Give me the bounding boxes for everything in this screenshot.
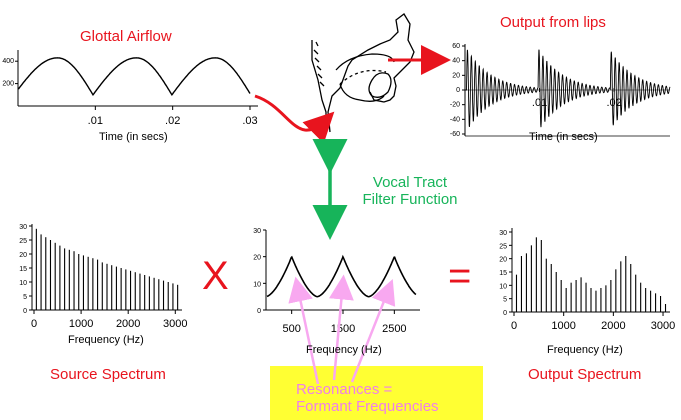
resonance-highlight-box [270,366,483,420]
glottal-ytick-label: 200 [2,81,14,88]
lips-ytick-label: 60 [452,43,460,50]
lips-ytick-label: 40 [452,58,460,65]
filter-xtick-label: 2500 [382,323,406,335]
lips-ytick-label: 0 [456,87,460,94]
filter-xtick-label: 500 [282,323,300,335]
source-xtick-label: 2000 [116,318,140,330]
glottal-to-tract-arrow [254,94,335,144]
output-ytick-label: 15 [499,270,507,277]
glottal-xtick-label: .02 [165,115,180,127]
filter-function-chart: 0 10 20 30 500 1500 2500 [253,228,420,335]
output-xtick-label: 2000 [601,320,625,332]
source-ytick-label: 0 [23,308,27,315]
resonance-arrow-3 [350,279,396,383]
source-xtick-label: 1000 [69,318,93,330]
output-ytick-label: 10 [499,283,507,290]
output-ytick-label: 20 [499,257,507,264]
vocal-tract-title-line1: Vocal Tract [372,174,448,191]
output-xtick-label: 0 [511,320,517,332]
source-ytick-label: 5 [23,294,27,301]
vocal-tract-title-line2: Filter Function [362,191,458,208]
filter-xlabel: Frequency (Hz) [306,344,382,356]
output-from-lips-title: Output from lips [500,14,606,31]
filter-ytick-label: 0 [257,308,261,315]
source-xtick-label: 0 [31,318,37,330]
source-ytick-label: 30 [19,224,27,231]
resonance-arrows [288,274,396,385]
source-ytick-label: 10 [19,280,27,287]
output-xtick-label: 1000 [551,320,575,332]
multiply-symbol: X [202,254,229,298]
filter-ytick-label: 20 [253,255,261,262]
output-ytick-label: 30 [499,230,507,237]
glottal-xlabel: Time (in secs) [99,131,168,143]
output-ytick-label: 5 [503,297,507,304]
filter-response-curve [266,254,417,298]
resonance-arrow-1 [288,276,320,385]
lips-waveform [465,49,671,128]
filter-ytick-label: 10 [253,281,261,288]
resonances-label-line1: Resonances = [296,381,393,398]
output-spectrum-title: Output Spectrum [528,366,642,383]
output-spectrum-chart: 0 5 10 15 20 25 30 0 1000 2000 3000 [499,228,675,332]
output-xlabel: Frequency (Hz) [547,344,623,356]
glottal-airflow-title: Glottal Airflow [80,28,172,45]
vocal-tract-title: Vocal Tract Filter Function [345,174,475,208]
glottal-ytick-label: 400 [2,58,14,65]
output-ytick-label: 25 [499,243,507,250]
source-spectrum-chart: 0 5 10 15 20 25 30 0 1000 2000 3000 [19,224,188,330]
source-xlabel: Frequency (Hz) [68,334,144,346]
equals-symbol: = [448,254,472,298]
glottal-airflow-chart: 200 400 .01 .02 .03 [2,50,258,127]
source-ytick-label: 20 [19,252,27,259]
glottal-waveform [17,57,251,97]
lips-ytick-label: -20 [450,102,460,109]
lips-ytick-label: -60 [450,131,460,138]
lips-ytick-label: 20 [452,72,460,79]
output-xtick-label: 3000 [651,320,675,332]
filter-ytick-label: 30 [253,228,261,235]
source-ytick-label: 15 [19,266,27,273]
source-spectrum-title: Source Spectrum [50,366,166,383]
resonances-label: Resonances = Formant Frequencies [296,381,439,415]
lips-xlabel: Time (in secs) [529,131,598,143]
resonance-arrow-2 [328,274,354,381]
source-ytick-label: 25 [19,238,27,245]
vocal-tract-illustration [311,13,415,133]
source-xtick-label: 3000 [163,318,187,330]
resonances-label-line2: Formant Frequencies [296,398,439,415]
glottal-xtick-label: .01 [88,115,103,127]
output-ytick-label: 0 [503,310,507,317]
filter-xtick-label: 1500 [331,323,355,335]
glottal-xtick-label: .03 [242,115,257,127]
lips-xtick-label: .01 [532,97,547,109]
lips-ytick-label: -40 [450,116,460,123]
